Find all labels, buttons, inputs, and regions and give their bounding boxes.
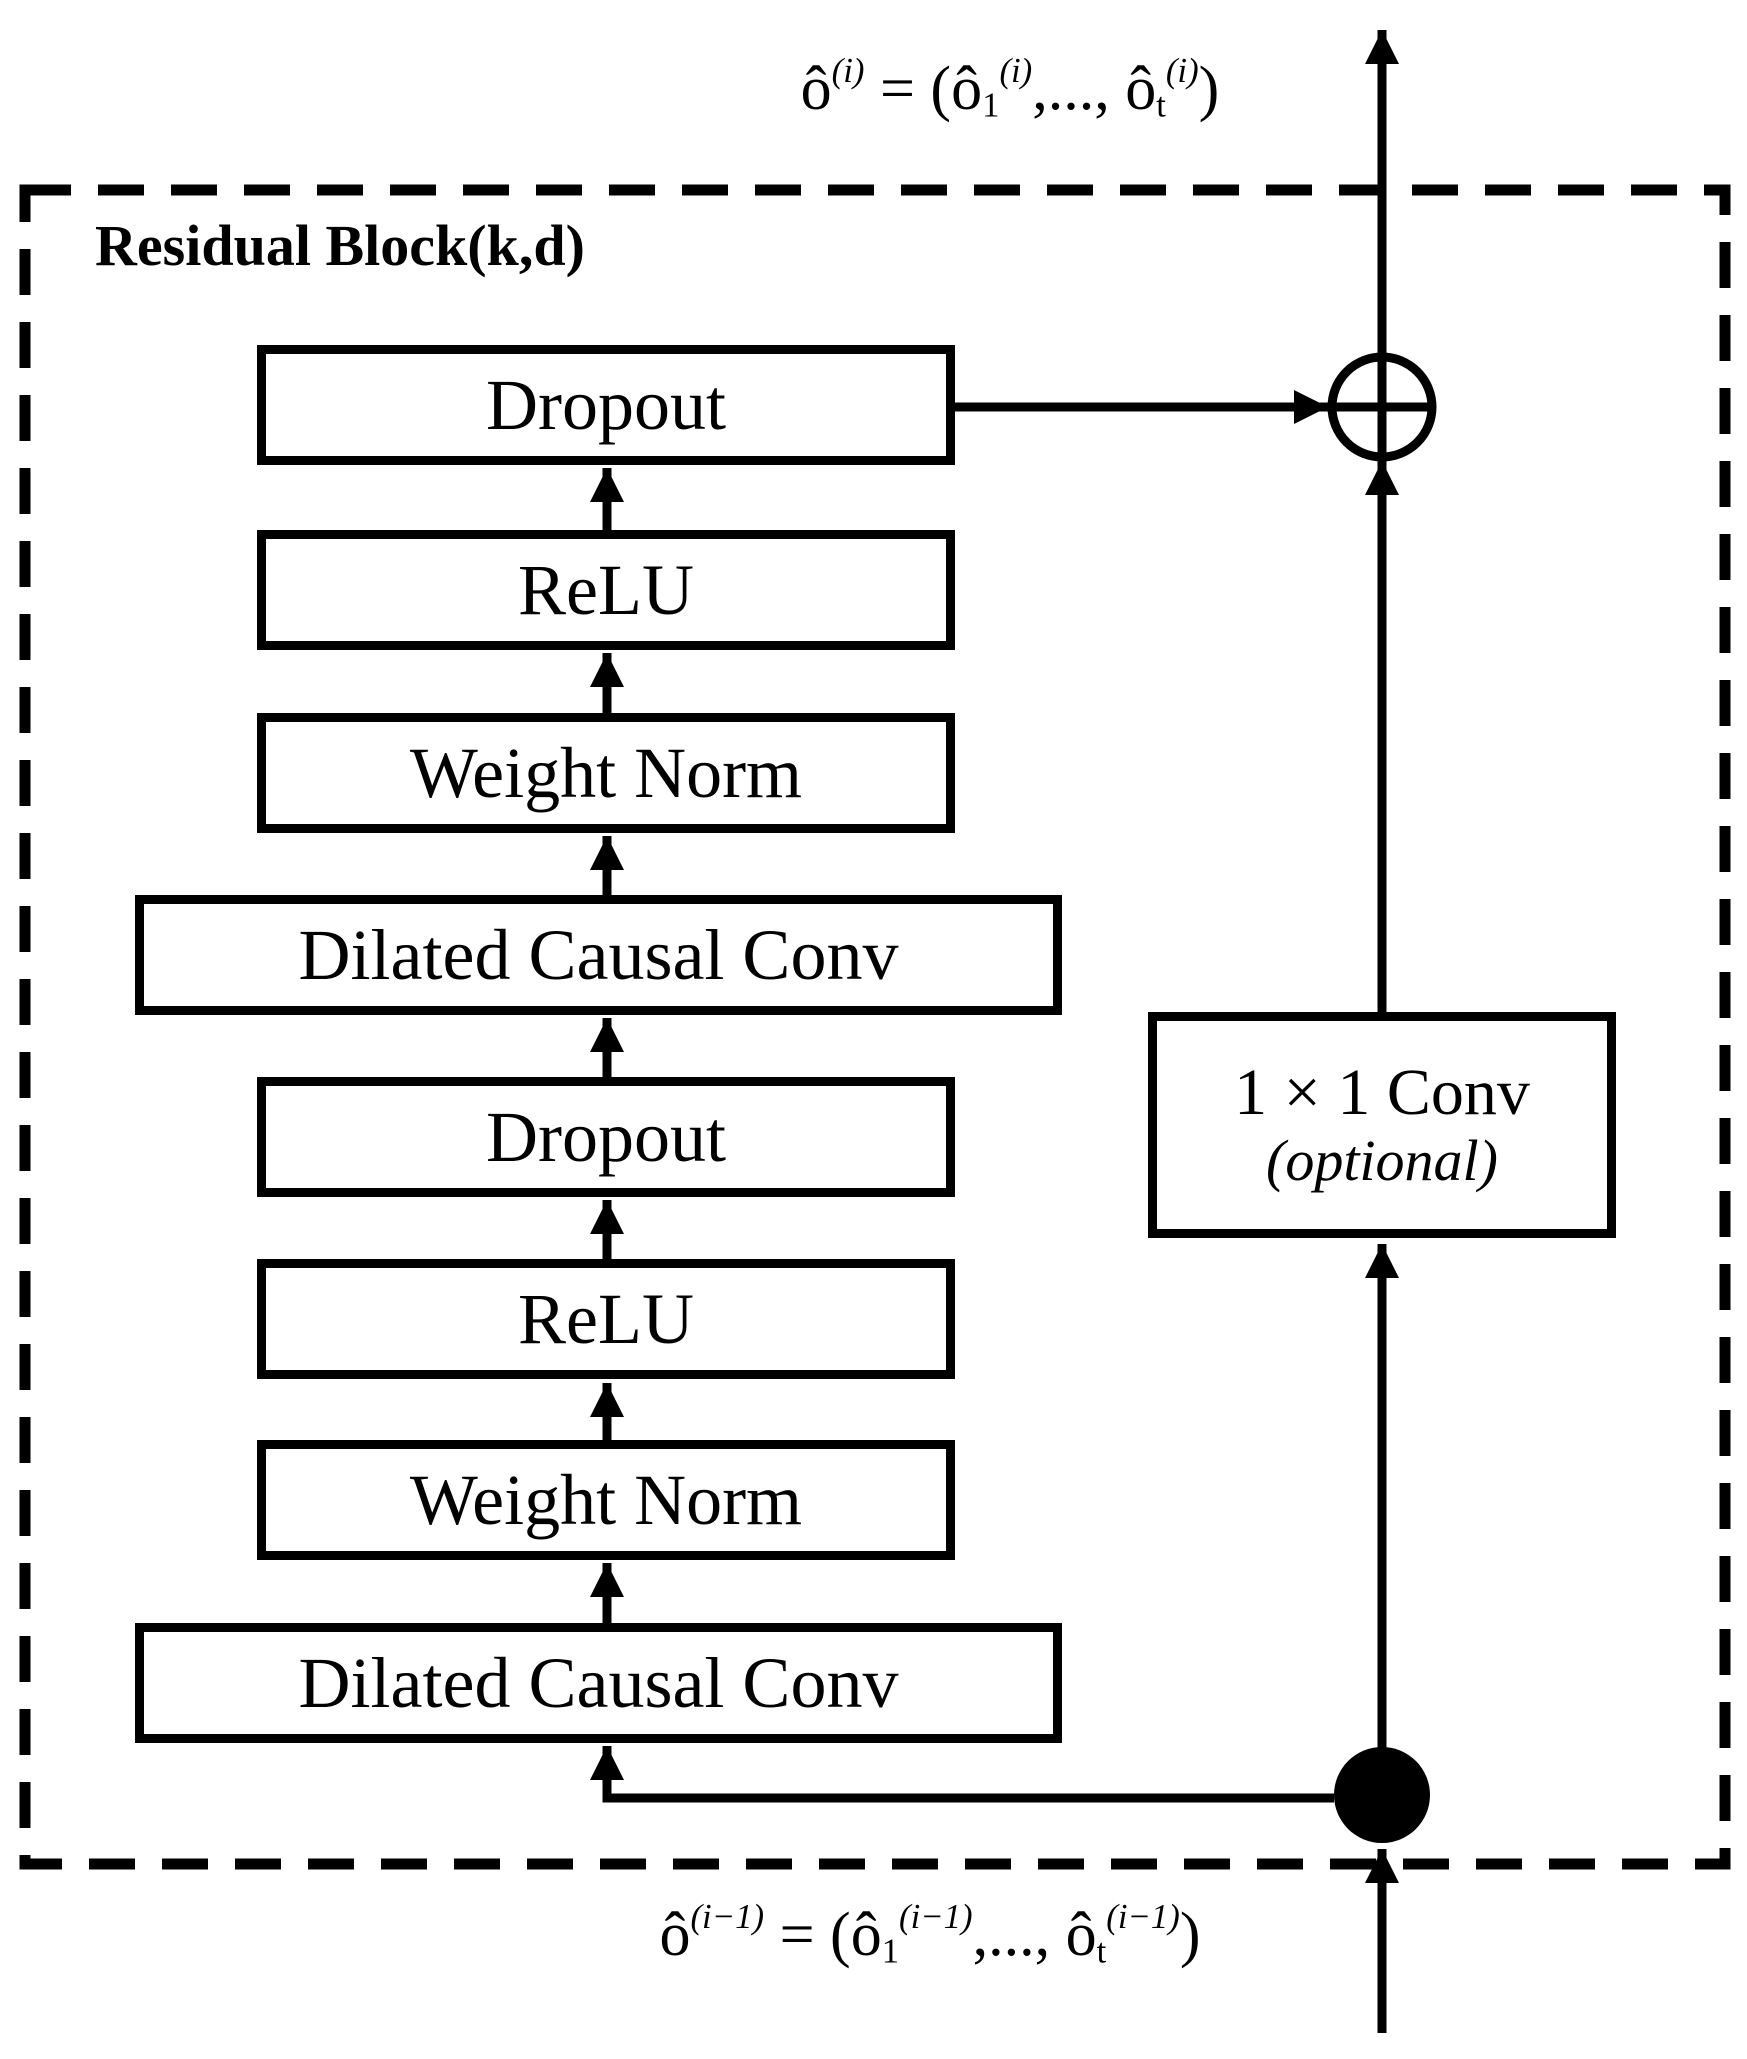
formula-superscript: (i) [1165,51,1199,90]
formula-superscript: (i−1) [899,1897,973,1936]
formula-term: = ( [764,1901,851,1970]
formula-term: ) [1198,55,1220,124]
arrow-branch-to-conv2 [590,1746,1334,1803]
layer-label: ReLU [518,550,694,630]
layer-box-relu-2: ReLU [257,1259,955,1379]
formula-subscript: 1 [982,85,1000,125]
output-sequence-formula: ô(i) = (ô1(i),..., ôt(i)) [640,51,1380,125]
layer-label: Dropout [486,365,726,445]
sum-node [1327,352,1437,462]
layer-box-dropout-2: Dropout [257,1077,955,1197]
skip-conv-label: 1 × 1 Conv [1234,1056,1530,1129]
layer-label: Weight Norm [409,1460,803,1540]
formula-subscript: 1 [881,1931,900,1971]
formula-subscript: t [1096,1931,1107,1971]
formula-term: = ( [864,55,952,124]
formula-term: ,..., [972,1901,1066,1970]
layer-box-dropout-1: Dropout [257,345,955,465]
skip-conv-box: 1 × 1 Conv (optional) [1148,1012,1616,1238]
formula-term: ô [1125,55,1157,124]
diagram-title: Residual Block(k,d) [95,213,585,278]
formula-superscript: (i) [999,51,1033,90]
input-sequence-formula: ô(i−1) = (ô1(i−1),..., ôt(i−1)) [460,1897,1400,1971]
layer-label: ReLU [518,1279,694,1359]
formula-superscript: (i) [831,51,865,90]
layer-label: Dilated Causal Conv [298,915,899,995]
formula-term: ô [1065,1901,1097,1970]
formula-term: ô [800,55,832,124]
formula-superscript: (i−1) [690,1897,765,1936]
formula-term: ,..., [1032,55,1126,124]
layer-box-weightnorm-2: Weight Norm [257,1440,955,1560]
formula-term: ô [659,1901,691,1970]
layer-box-dilated-causal-conv-2: Dilated Causal Conv [135,1623,1062,1743]
layer-box-weightnorm-1: Weight Norm [257,713,955,833]
formula-term: ) [1179,1901,1201,1970]
layer-label: Dropout [486,1097,726,1177]
skip-conv-optional-label: (optional) [1266,1128,1498,1193]
formula-subscript: t [1156,85,1166,125]
layer-box-dilated-causal-conv-1: Dilated Causal Conv [135,895,1062,1015]
formula-term: ô [951,55,983,124]
layer-label: Weight Norm [409,733,803,813]
formula-superscript: (i−1) [1106,1897,1180,1936]
branch-node [1334,1747,1430,1843]
layer-box-relu-1: ReLU [257,530,955,650]
layer-label: Dilated Causal Conv [298,1643,899,1723]
formula-term: ô [850,1901,882,1970]
